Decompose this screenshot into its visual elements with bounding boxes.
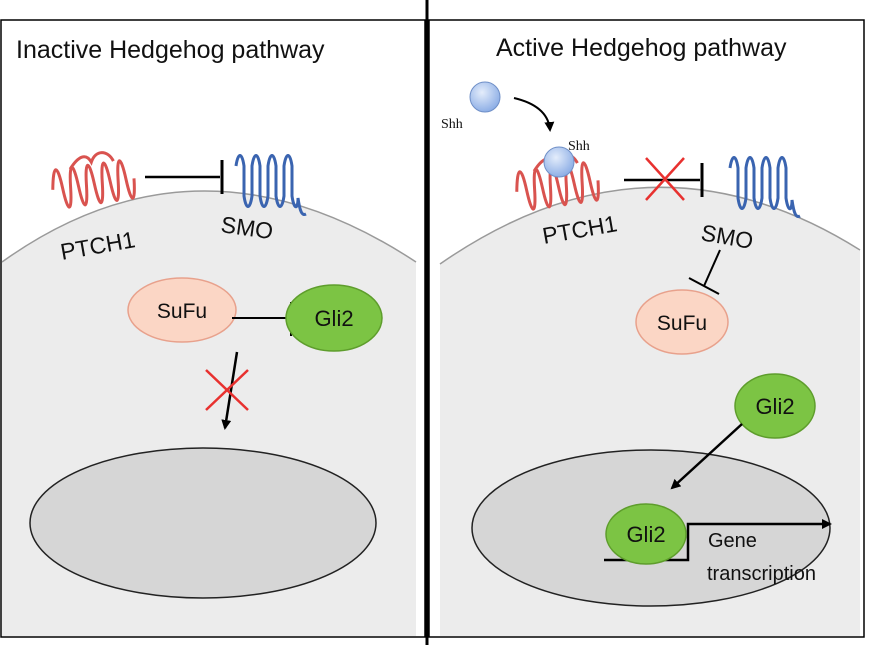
active-cell-membrane [439,186,861,265]
smo-active-transmembrane-shape [728,156,801,218]
gli2-protein-nucleus [605,503,687,565]
sufu-label: SuFu [157,300,207,323]
gli2-protein-cytoplasm [734,373,816,439]
gli2-protein [285,284,383,352]
inactive-panel: Inactive Hedgehog pathway PTCH1 SMO SuFu… [0,19,426,638]
gli2-cytoplasm-label: Gli2 [755,394,794,419]
inactive-nucleus [29,447,377,599]
gli2-nucleus-label: Gli2 [626,522,665,547]
inactive-cell-membrane [1,190,417,263]
inactive-panel-title: Inactive Hedgehog pathway [16,36,325,64]
sufu-protein-active [635,289,729,355]
block-cross-icon [205,369,249,411]
shh-ligand-free [469,81,501,113]
active-panel: Active Hedgehog pathway Shh Shh PTCH1 SM… [428,19,865,638]
active-panel-title: Active Hedgehog pathway [496,34,787,62]
smo-sufu-inhibition-bar [688,277,720,295]
ptch1-transmembrane-shape [51,151,136,209]
smo-receptor [234,154,307,216]
gli2-label: Gli2 [314,306,353,331]
smo-receptor-active [728,156,801,218]
smo-transmembrane-shape [234,154,307,216]
shh-bound-label: Shh [568,139,590,154]
sufu-active-label: SuFu [657,312,707,335]
gli2-translocation-arrow [670,423,743,490]
gene-transcription-label-line2: transcription [707,563,816,585]
blocked-translocation-arrow [221,351,239,430]
ptch1-receptor [51,151,136,209]
inhibition-blocked-cross-icon [645,157,685,201]
shh-ligand-bound [543,146,575,178]
shh-free-label: Shh [441,117,463,132]
smo-sufu-inhibition-line [703,249,721,287]
shh-binding-arrow [513,97,555,132]
gene-transcription-label-line1: Gene [708,530,757,552]
sufu-protein [127,277,237,343]
